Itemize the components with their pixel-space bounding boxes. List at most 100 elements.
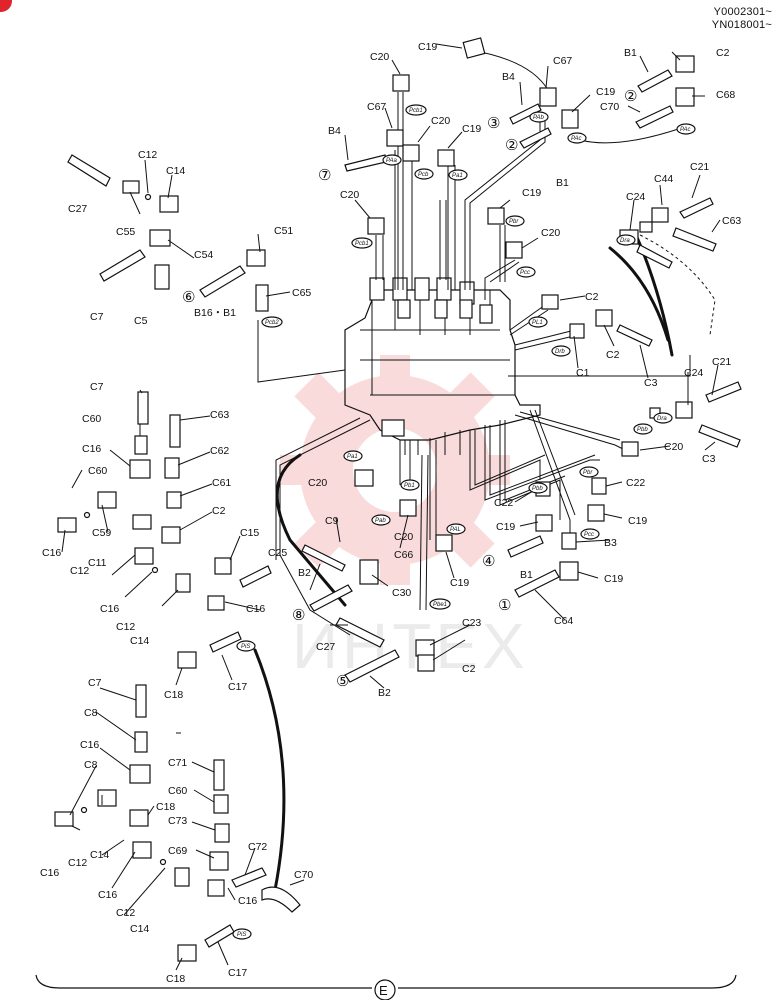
port-tag: Pbr (505, 215, 525, 227)
svg-text:PAc: PAc (571, 136, 582, 142)
part-label-C18: C18 (164, 689, 183, 701)
part-label-C19: C19 (418, 41, 437, 53)
part-label-C7: C7 (88, 677, 102, 689)
port-tag: Dra (653, 412, 673, 424)
elbow-fitting-icon (54, 37, 695, 962)
part-label-C19: C19 (450, 577, 469, 589)
port-tag: Pcc (516, 266, 536, 278)
part-label-C67: C67 (553, 55, 572, 67)
part-label-C14: C14 (130, 923, 149, 935)
svg-text:Pcb: Pcb (418, 172, 429, 178)
part-label-C27: C27 (68, 203, 87, 215)
port-tag: PAa (382, 154, 402, 166)
port-tag: PiS (232, 928, 252, 940)
part-label-C20: C20 (664, 441, 683, 453)
port-tag: Pcb1 (351, 237, 373, 249)
part-label-C70: C70 (294, 869, 313, 881)
part-label-C8: C8 (84, 759, 98, 771)
part-label-C8: C8 (84, 707, 98, 719)
part-label-C69: C69 (168, 845, 187, 857)
section-mark-E: E (379, 983, 388, 998)
part-label-C60: C60 (88, 465, 107, 477)
port-tag: PiS (236, 640, 256, 652)
svg-text:Pa1: Pa1 (347, 454, 358, 460)
part-label-C51: C51 (274, 225, 293, 237)
svg-text:Pcb1: Pcb1 (355, 241, 369, 247)
part-label-C14: C14 (166, 165, 185, 177)
part-label-B2: B2 (378, 687, 391, 699)
part-label-C63: C63 (210, 409, 229, 421)
part-label-C3: C3 (702, 453, 716, 465)
callout-2: ② (505, 136, 518, 154)
port-tag: Drb (551, 345, 571, 357)
part-label-C23: C22 (494, 497, 513, 509)
part-label-C16: C16 (100, 603, 119, 615)
callout-4: ④ (482, 552, 495, 570)
part-label-B2: B2 (298, 567, 311, 579)
part-label-C20: C20 (394, 531, 413, 543)
part-label-C70: C70 (600, 101, 619, 113)
part-label-C63: C63 (722, 215, 741, 227)
part-label-B1: B1 (520, 569, 533, 581)
part-label-C12: C12 (116, 621, 135, 633)
part-label-C16: C16 (246, 603, 265, 615)
part-label-C3: C3 (644, 377, 658, 389)
part-label-C16: C16 (80, 739, 99, 751)
part-label-B1: B1 (556, 177, 569, 189)
svg-text:Pcc: Pcc (520, 270, 530, 276)
part-label-C19: C19 (522, 187, 541, 199)
part-label-B1: B1 (624, 47, 637, 59)
part-label-B4: B4 (502, 71, 515, 83)
part-label-C9: C9 (325, 515, 339, 527)
port-tags: Pcb1 PAb PAc PAc Pcb PAa Pa1 Pcb1 Pbr Pc… (232, 104, 696, 940)
part-label-C68: C68 (716, 89, 735, 101)
callout-3: ③ (487, 114, 500, 132)
part-label-C27: C27 (316, 641, 335, 653)
port-tag: Dra (616, 234, 636, 246)
callout-1: ① (498, 596, 511, 614)
part-label-C2: C2 (212, 505, 226, 517)
port-tag: PAL (446, 523, 466, 535)
part-label-C7: C7 (90, 311, 104, 323)
part-label-C59: C59 (92, 527, 111, 539)
port-tag: PAc (567, 132, 587, 144)
part-label-C60: C60 (168, 785, 187, 797)
part-label-C64: C23 (462, 617, 481, 629)
part-label-C17: C17 (228, 681, 247, 693)
port-tag: PL1 (528, 316, 548, 328)
port-tag: Pbb (633, 423, 653, 435)
part-label-B3: C64 (554, 615, 573, 627)
port-tag: Pbr (579, 466, 599, 478)
svg-text:Pa1: Pa1 (452, 173, 463, 179)
svg-text:Pb1: Pb1 (404, 483, 415, 489)
port-tag: Pcb1 (405, 104, 427, 116)
part-label-C72: C72 (248, 841, 267, 853)
part-label-C67: C67 (367, 101, 386, 113)
part-label-C24: C24 (626, 191, 645, 203)
callout-numbers: ③ ② ② ⑦ ⑥ ④ ① ⑧ ⑤ (182, 87, 637, 690)
svg-text:PAa: PAa (386, 158, 398, 164)
tube-adapter-icon (67, 69, 742, 948)
port-tag: Pcc (580, 528, 600, 540)
svg-text:Pbr: Pbr (583, 470, 593, 476)
part-label-C2: C2 (462, 663, 476, 675)
port-tag: Pb1 (400, 479, 420, 491)
callout-2: ② (624, 87, 637, 105)
part-label-C73: C73 (168, 815, 187, 827)
part-label-C25: C25 (268, 547, 287, 559)
serial-range-1: Y0002301~ (713, 6, 772, 18)
part-label-C2: C2 (585, 291, 599, 303)
svg-text:PAL: PAL (450, 527, 461, 533)
part-label-C18: C18 (166, 973, 185, 985)
part-label-B16B1: B16・B1 (194, 307, 236, 319)
part-label-C18: C18 (156, 801, 175, 813)
port-tag: Pa1 (448, 169, 468, 181)
part-label-C12: C12 (70, 565, 89, 577)
callout-6: ⑥ (182, 288, 195, 306)
part-label-C16: C16 (42, 547, 61, 559)
svg-text:PAc: PAc (680, 127, 691, 133)
svg-text:Pab: Pab (375, 518, 386, 524)
part-label-C65: C65 (292, 287, 311, 299)
port-tag: Pbe1 (429, 598, 451, 610)
part-label-C60: C60 (82, 413, 101, 425)
